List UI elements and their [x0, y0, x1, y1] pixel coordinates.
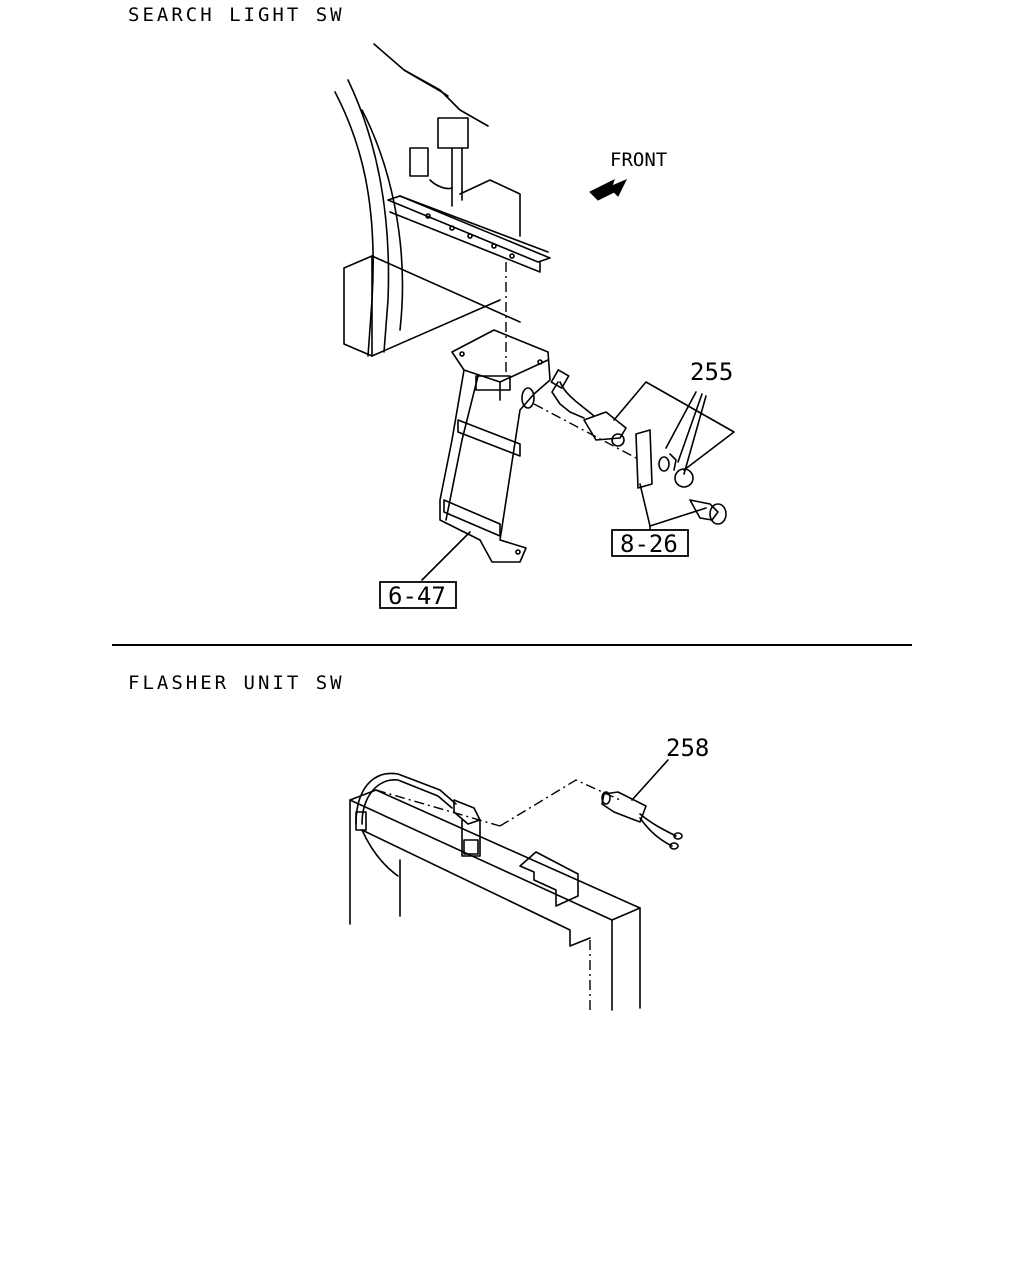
bolt-8-26 [639, 483, 727, 527]
leader-258 [631, 759, 669, 801]
section-divider [112, 644, 912, 646]
front-label: FRONT [610, 149, 667, 171]
ref-box-8-26 [611, 529, 689, 557]
search-light-switch [533, 369, 641, 461]
console-bracket [439, 329, 551, 563]
leader-6-47 [421, 531, 471, 581]
part-number-258: 258 [666, 734, 709, 762]
ref-box-6-47 [379, 581, 457, 609]
pressure-sensor-harness [355, 772, 481, 877]
ref-8-26: 8-26 [620, 530, 678, 558]
part-number-255: 255 [690, 358, 733, 386]
panel-housing [349, 789, 641, 1012]
cab-frame-assembly [334, 43, 551, 357]
section-title-flasher-unit-sw: FLASHER UNIT SW [128, 672, 345, 694]
flasher-unit-switch [601, 791, 683, 850]
front-arrow-icon [589, 179, 628, 201]
section-title-search-light-sw: SEARCH LIGHT SW [128, 4, 345, 26]
ref-6-47: 6-47 [388, 582, 446, 610]
part-255-group [613, 381, 735, 489]
